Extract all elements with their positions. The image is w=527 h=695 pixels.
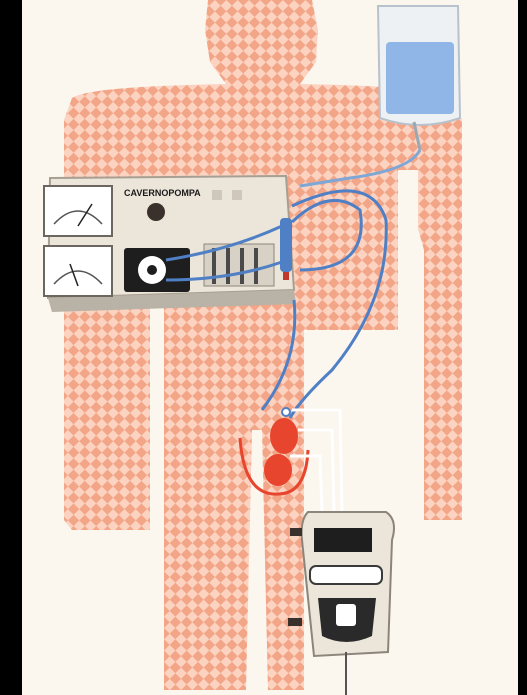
knob-icon [147, 203, 165, 221]
analog-meter-icon [44, 186, 112, 236]
arm-gap-left [150, 300, 164, 530]
analog-meter-icon-2 [44, 246, 112, 296]
pump-console-icon: CAVERNOPOMPA [44, 176, 296, 312]
arm-gap-right [398, 170, 418, 330]
roller-pump-icon [124, 248, 190, 292]
pump-label: CAVERNOPOMPA [124, 188, 201, 198]
